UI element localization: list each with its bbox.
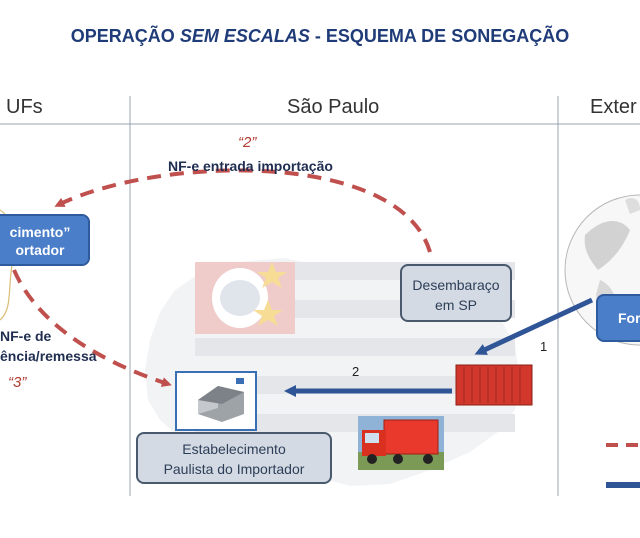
estab-paulista-line2: Paulista do Importador — [163, 461, 305, 477]
column-header-sao-paulo: São Paulo — [287, 96, 380, 118]
page-title: OPERAÇÃO SEM ESCALAS - ESQUEMA DE SONEGA… — [0, 26, 640, 47]
step1-number: 1 — [540, 339, 548, 354]
nfe-transferencia-label-line2: ência/remessa — [0, 348, 97, 364]
solid-arrow-step1 — [474, 297, 594, 355]
estab-outra-uf-line2: ortador — [15, 242, 65, 258]
column-header-exterior: Exter — [590, 96, 637, 118]
estab-paulista-line1: Estabelecimento — [182, 441, 286, 457]
fornecedor-label: For — [618, 310, 640, 326]
estab-outra-uf-line1: cimento” — [9, 224, 71, 240]
warehouse-image — [175, 371, 257, 431]
step2-quote-label: “2” — [238, 134, 257, 151]
nfe-transferencia-label-line1: NF-e de — [0, 328, 52, 344]
container-image — [455, 364, 533, 406]
desembaraco-line2: em SP — [434, 297, 477, 313]
column-header-ufs: UFs — [6, 96, 43, 118]
desembaraco-line1: Desembaraço — [412, 277, 500, 293]
dashed-arrow-nfe-entrada — [54, 168, 432, 253]
title-italic: SEM ESCALAS — [179, 26, 310, 46]
estabelecimento-outra-uf-box: cimento” ortador — [0, 214, 90, 266]
step3-quote-label: “3” — [8, 374, 27, 391]
estabelecimento-paulista-box: Estabelecimento Paulista do Importador — [136, 432, 332, 484]
title-part1: OPERAÇÃO — [70, 26, 180, 46]
nfe-entrada-label: NF-e entrada importação — [168, 158, 333, 174]
dashed-arrow-nfe-transferencia — [12, 269, 172, 387]
fornecedor-box: For — [596, 294, 640, 342]
truck-image — [358, 416, 444, 470]
desembaraco-box: Desembaraço em SP — [400, 264, 512, 322]
title-part3: - ESQUEMA DE SONEGAÇÃO — [309, 26, 570, 46]
step2-number: 2 — [352, 364, 360, 379]
